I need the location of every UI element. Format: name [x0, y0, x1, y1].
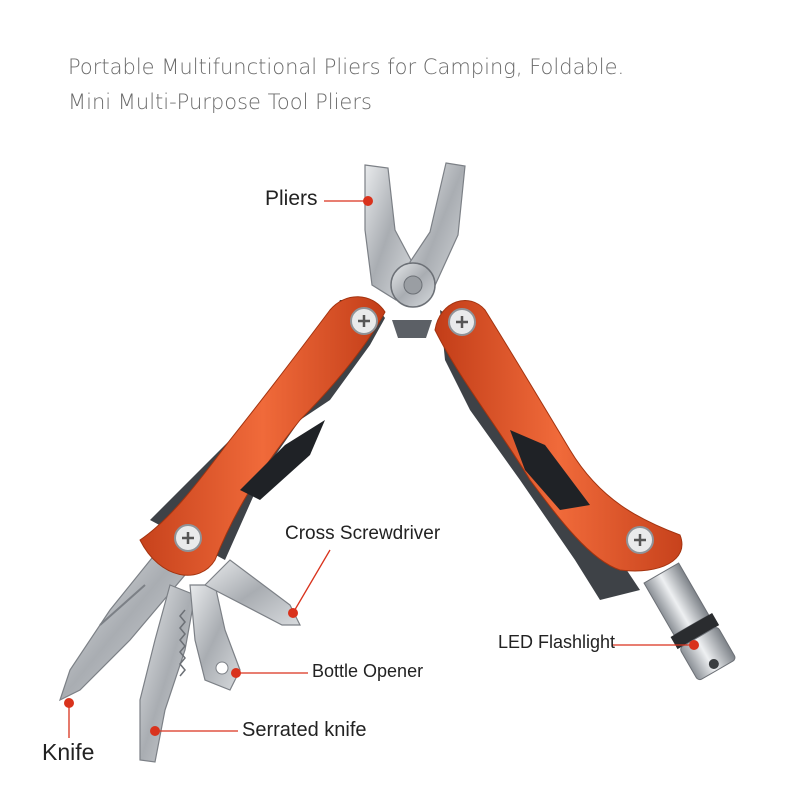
callout-bottle-opener: Bottle Opener [312, 661, 424, 681]
left-handle [139, 296, 386, 576]
callout-led-flashlight: LED Flashlight [498, 632, 616, 652]
serrated-knife-blade [139, 584, 196, 763]
led-flashlight [643, 562, 736, 681]
rivet-left-bottom-slot [182, 532, 194, 544]
callout-cross-screwdriver: Cross Screwdriver [285, 523, 441, 544]
callout-pointers [64, 196, 699, 738]
bottle-opener-blade [189, 584, 241, 691]
rivet-right-bottom-slot [634, 534, 646, 546]
right-handle [434, 300, 683, 600]
rivet-right-top-slot [456, 316, 468, 328]
headline-line-2: Mini Multi-Purpose Tool Pliers [68, 90, 372, 114]
callout-pliers: Pliers [265, 187, 318, 210]
callout-knife: Knife [42, 739, 95, 765]
knife-blade [58, 547, 186, 702]
plier-jaws [364, 162, 466, 338]
rivet-left-top-slot [358, 315, 370, 327]
callout-serrated-knife: Serrated knife [242, 719, 367, 741]
headline-line-1: Portable Multifunctional Pliers for Camp… [68, 55, 625, 79]
